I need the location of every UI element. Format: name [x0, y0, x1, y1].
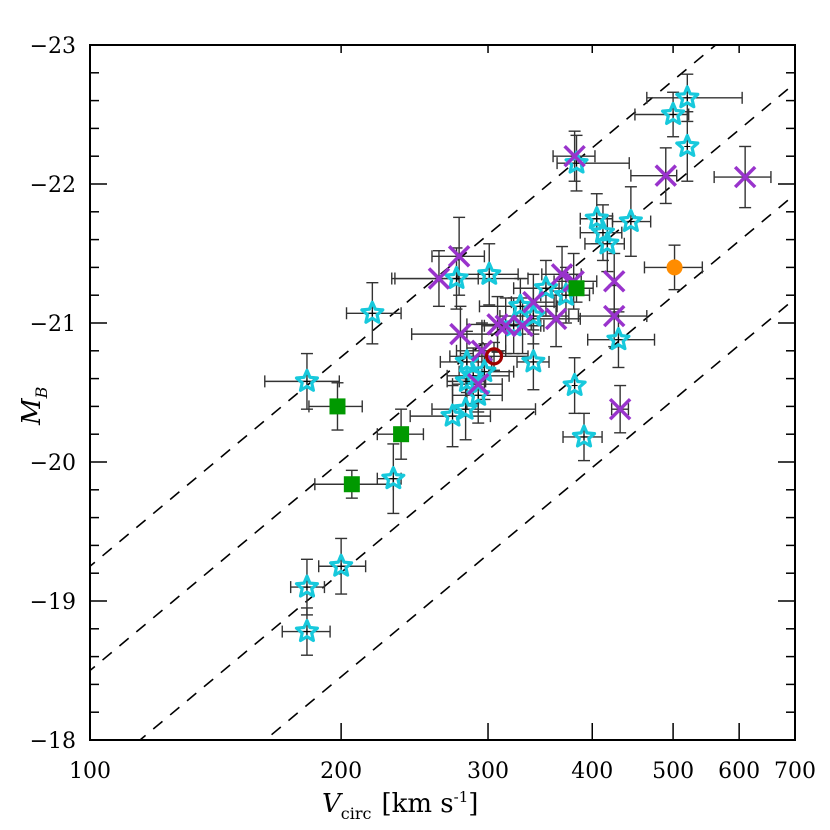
cyan-star-marker	[571, 424, 597, 448]
y-tick-label: −22	[30, 173, 76, 198]
purple-crosse-marker	[522, 290, 545, 314]
purple-crosse-marker	[447, 245, 471, 268]
x-axis-title: Vcirc[km s-1]	[322, 788, 478, 823]
reference-dashed-lines	[90, 45, 795, 740]
cyan-star-marker	[360, 300, 385, 324]
orange-circle-marker	[666, 259, 683, 276]
cyan-star-marker	[564, 150, 589, 174]
x-tick-label: 100	[69, 759, 111, 784]
y-tick-labels: −23 −22 −21 −20 −19 −18	[30, 34, 76, 754]
cyan-star-marker	[477, 261, 502, 285]
plot-frame	[89, 44, 796, 741]
cyan-star-marker	[595, 231, 620, 255]
y-axis-title: MB	[17, 386, 51, 426]
purple-crosse-marker	[449, 322, 472, 346]
x-tick-label: 600	[718, 759, 760, 784]
purple-crosse-marker	[511, 314, 534, 338]
cyan-star-marker	[381, 466, 406, 490]
purple-crosse-marker	[544, 307, 568, 331]
cyan-star-marker	[329, 553, 354, 577]
x-tick-label: 300	[467, 759, 509, 784]
reference-line	[90, 45, 717, 568]
reference-line	[263, 297, 795, 740]
cyan-star-marker	[440, 403, 465, 427]
cyan-star-marker	[294, 618, 319, 643]
cyan-star-marker	[675, 85, 700, 109]
green-square-marker	[393, 426, 410, 443]
x-tick-label: 700	[774, 759, 816, 784]
y-tick-label: −21	[30, 312, 76, 337]
x-tick-label: 400	[571, 759, 613, 784]
green-square-marker	[568, 280, 585, 297]
data-markers	[294, 85, 757, 643]
purple-crosse-marker	[466, 372, 490, 396]
cyan-star-marker	[294, 574, 319, 598]
y-tick-label: −23	[30, 34, 76, 59]
cyan-star-marker	[453, 396, 478, 420]
cyan-star-marker	[660, 101, 686, 126]
green-square-marker	[329, 398, 346, 415]
purple-crosse-marker	[494, 314, 517, 338]
purple-crosse-marker	[563, 144, 586, 168]
cyan-star-marker	[590, 220, 616, 244]
cyan-star-marker	[294, 368, 319, 392]
x-tick-labels: 100 200 300 400 500 600 700	[69, 759, 816, 784]
x-tick-label: 500	[652, 759, 694, 784]
cyan-star-marker	[508, 293, 533, 317]
green-square-marker	[343, 476, 360, 493]
purple-crosse-marker	[608, 397, 632, 421]
axis-ticks	[90, 44, 795, 740]
cyan-star-marker	[562, 372, 587, 396]
reference-line	[138, 193, 795, 740]
x-tick-label: 200	[320, 759, 362, 784]
purple-crosse-marker	[654, 164, 678, 187]
cyan-star-marker	[584, 206, 609, 230]
cyan-star-marker	[606, 327, 631, 351]
reference-line	[90, 82, 795, 672]
purple-crosse-marker	[602, 270, 626, 293]
purple-crosse-marker	[733, 165, 757, 189]
purple-crosse-marker	[470, 339, 494, 363]
y-tick-label: −18	[30, 729, 76, 754]
purple-crosse-marker	[486, 313, 509, 336]
cyan-star-marker	[444, 265, 469, 289]
y-tick-label: −20	[30, 451, 76, 476]
purple-crosse-marker	[602, 304, 626, 328]
cyan-star-marker	[501, 313, 526, 337]
purple-crosse-marker	[427, 267, 451, 290]
y-tick-label: −19	[30, 590, 76, 615]
cyan-star-marker	[618, 208, 643, 232]
dark-red-open-circle-marker	[484, 347, 504, 366]
cyan-star-marker	[521, 349, 546, 373]
cyan-star-marker	[454, 368, 479, 392]
cyan-star-marker	[675, 133, 700, 157]
